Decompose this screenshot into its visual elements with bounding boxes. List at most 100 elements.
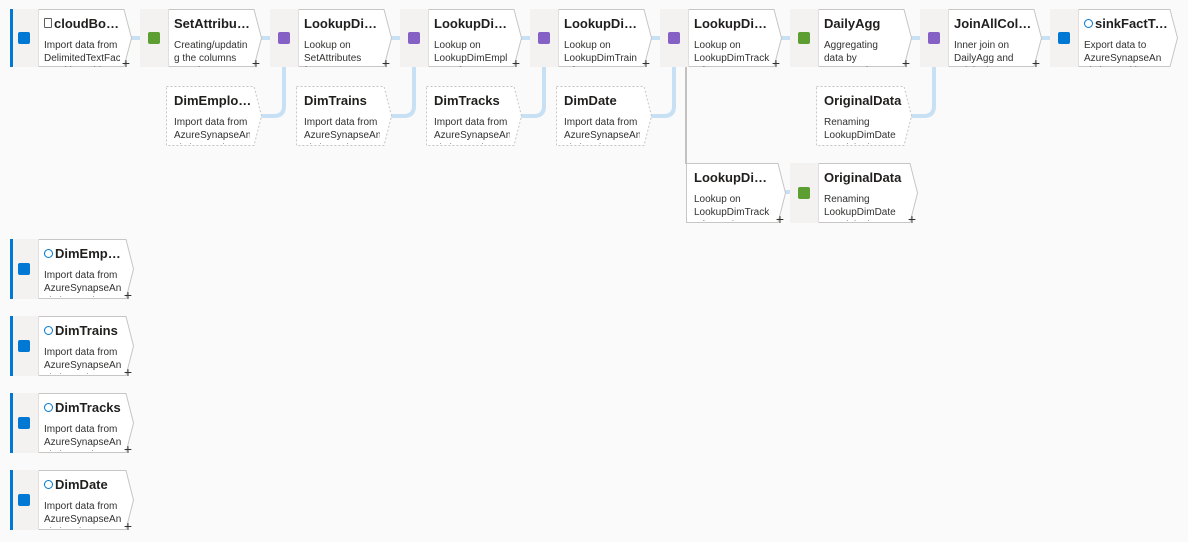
- node-icon-strip: [10, 393, 39, 453]
- node-icon-strip: [10, 9, 39, 67]
- node-title: LookupDim...: [694, 170, 776, 185]
- flow-node-lookup3[interactable]: LookupDim... Lookup on LookupDimTrain s f…: [530, 9, 652, 71]
- node-shape: [556, 86, 652, 146]
- flow-node-lookup4[interactable]: LookupDim... Lookup on LookupDimTrack s f…: [660, 9, 782, 71]
- node-description: Import data from AzureSynapseAn alyticsD…: [564, 117, 640, 144]
- node-description: Creating/updatin g the columns 'SessionD…: [174, 40, 248, 67]
- node-description: Lookup on LookupDimEmpl oyee from...: [434, 40, 508, 67]
- node-title-text: DimDate: [55, 477, 108, 492]
- node-title-text: DimTrains: [304, 93, 367, 108]
- dataset-icon: [44, 326, 53, 335]
- source-icon: [18, 263, 30, 275]
- flow-node-cloudBooking[interactable]: cloudBooki...Import data from DelimitedT…: [10, 9, 132, 71]
- node-description: Lookup on LookupDimTrack s from DimDate.…: [694, 40, 770, 67]
- flow-node-sinkFact[interactable]: sinkFactTotalsExport data to AzureSynaps…: [1050, 9, 1178, 67]
- source-stripe: [10, 316, 13, 376]
- node-title: OriginalData: [824, 170, 908, 185]
- node-title-text: DimTrains: [55, 323, 118, 338]
- node-description: Import data from AzureSynapseAn alyticsT…: [44, 424, 122, 451]
- lookup-icon: [278, 32, 290, 44]
- node-title-text: LookupDim...: [694, 16, 772, 31]
- node-title: DimEmploy...: [44, 246, 124, 261]
- node-title-text: LookupDim...: [304, 16, 382, 31]
- lookup-icon: [408, 32, 420, 44]
- node-title-text: SetAttributes: [174, 16, 252, 31]
- add-transform-button[interactable]: +: [121, 55, 130, 71]
- node-title-text: DailyAgg: [824, 16, 881, 31]
- node-description: Inner join on DailyAgg and OriginalData.…: [954, 40, 1018, 67]
- node-description: Renaming LookupDimDate to OriginalData..…: [824, 117, 899, 144]
- node-title: LookupDim...: [304, 16, 382, 31]
- add-transform-button[interactable]: +: [123, 364, 132, 380]
- select-icon: [798, 187, 810, 199]
- add-transform-button[interactable]: +: [123, 287, 132, 303]
- node-title: cloudBooki...: [44, 16, 122, 31]
- flow-node-lookup1[interactable]: LookupDim...Lookup on SetAttributes from…: [270, 9, 392, 71]
- source-icon: [18, 417, 30, 429]
- node-title: DimTracks: [44, 400, 124, 415]
- node-title-text: LookupDim...: [564, 16, 642, 31]
- node-title: DimTrains: [304, 93, 382, 108]
- source-icon: [18, 340, 30, 352]
- node-icon-strip: [140, 9, 169, 67]
- node-title: sinkFactTotals: [1084, 16, 1168, 31]
- add-transform-button[interactable]: +: [123, 518, 132, 534]
- node-title: LookupDim...: [694, 16, 772, 31]
- node-title-text: sinkFactTotals: [1095, 16, 1168, 31]
- file-icon: [44, 18, 52, 28]
- node-description: Lookup on LookupDimTrack s from DimDate.…: [694, 194, 772, 221]
- node-title-text: OriginalData: [824, 170, 902, 185]
- dataset-icon: [1084, 19, 1093, 28]
- source-node-srcEmployee[interactable]: DimEmploy...Import data from AzureSynaps…: [10, 239, 134, 303]
- node-description: Import data from AzureSynapseAn alyticsD…: [44, 501, 122, 528]
- node-title: DimTrains: [44, 323, 124, 338]
- add-transform-button[interactable]: +: [1031, 55, 1040, 71]
- node-title-text: DimDate: [564, 93, 617, 108]
- node-title-text: LookupDim...: [434, 16, 512, 31]
- add-transform-button[interactable]: +: [907, 211, 916, 227]
- add-transform-button[interactable]: +: [641, 55, 650, 71]
- flow-node-lookupBranch[interactable]: LookupDim... Lookup on LookupDimTrack s f…: [686, 163, 786, 227]
- add-transform-button[interactable]: +: [901, 55, 910, 71]
- node-icon-strip: [660, 9, 689, 67]
- node-title: LookupDim...: [564, 16, 642, 31]
- add-transform-button[interactable]: +: [771, 55, 780, 71]
- node-title-text: LookupDim...: [694, 170, 776, 185]
- dataset-icon: [44, 480, 53, 489]
- dataset-icon: [44, 249, 53, 258]
- lookup-icon: [668, 32, 680, 44]
- node-shape: [296, 86, 392, 146]
- node-description: Renaming LookupDimDate to OriginalData..…: [824, 194, 899, 221]
- source-icon: [18, 494, 30, 506]
- add-transform-button[interactable]: +: [775, 211, 784, 227]
- add-transform-button[interactable]: +: [123, 441, 132, 457]
- add-transform-button[interactable]: +: [511, 55, 520, 71]
- reference-node-refEmployee[interactable]: DimEmploy...Import data from AzureSynaps…: [166, 86, 262, 146]
- aggregate-icon: [798, 32, 810, 44]
- node-shape: [166, 86, 262, 146]
- node-title-text: DimEmploy...: [55, 246, 124, 261]
- node-title: DimDate: [44, 477, 124, 492]
- node-title: DailyAgg: [824, 16, 902, 31]
- flow-node-lookup2[interactable]: LookupDim... Lookup on LookupDimEmpl oyee…: [400, 9, 522, 71]
- node-title: DimDate: [564, 93, 642, 108]
- node-description: Lookup on LookupDimTrain s from DimTrack…: [564, 40, 637, 67]
- flow-node-joinAll[interactable]: JoinAllColu...Inner join on DailyAgg and…: [920, 9, 1042, 71]
- source-icon: [18, 32, 30, 44]
- add-transform-button[interactable]: +: [251, 55, 260, 71]
- source-stripe: [10, 9, 13, 67]
- add-transform-button[interactable]: +: [381, 55, 390, 71]
- node-title-text: cloudBooki...: [54, 16, 122, 31]
